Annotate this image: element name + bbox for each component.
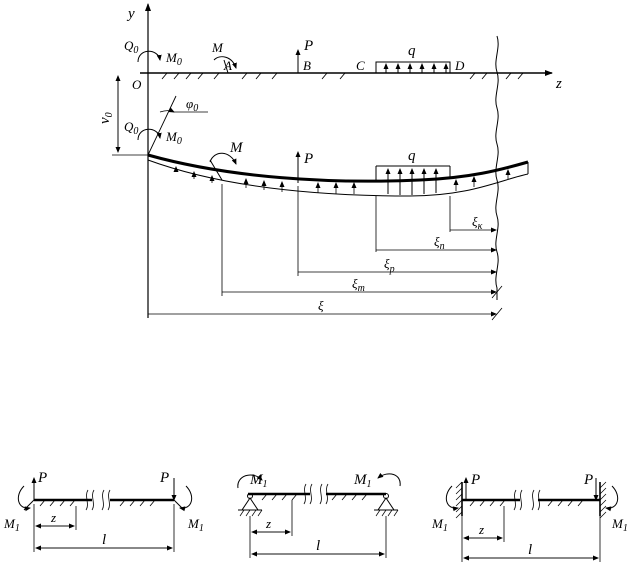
beam-hatching [161, 72, 524, 80]
xi-labels: ξκ ξn ξp ξm ξ [318, 214, 483, 313]
case2-l: l [316, 538, 320, 554]
C-label: C [356, 58, 365, 73]
case2-M-right: M1 [353, 472, 372, 490]
Mb-label: M [229, 140, 244, 156]
P-label: P [303, 38, 313, 54]
case1-M-left: M1 [3, 516, 20, 534]
deflected-dist-load: q [375, 148, 451, 195]
case1-M-right: M1 [187, 516, 204, 534]
deflected-force: P [295, 151, 313, 183]
xi-p-label: ξp [384, 256, 395, 275]
xi-m-label: ξm [352, 276, 365, 294]
case-1: P P M1 M1 z l [3, 470, 204, 552]
case3-z: z [478, 522, 484, 537]
Q0-label: Q0 [124, 38, 138, 56]
case-3: P P M1 M1 z l [431, 472, 628, 562]
case2-M-left: M1 [249, 472, 268, 490]
case1-P-right: P [159, 470, 169, 486]
axis-z-label: z [555, 76, 562, 92]
break-line [495, 35, 499, 300]
D-label: D [454, 58, 465, 73]
v0-dimension: v0 [97, 75, 148, 156]
q-label: q [408, 43, 416, 59]
xi-dimensions [147, 155, 503, 321]
deflected-origin-loads: Q0 M0 [124, 119, 182, 155]
origin-loads: Q0 M0 [124, 38, 182, 73]
B-label: B [303, 58, 311, 73]
qb-label: q [408, 148, 416, 164]
force-P: P B [295, 38, 313, 73]
M0b-label: M0 [165, 129, 182, 147]
case2-z: z [265, 516, 271, 531]
axis-y-label: y [126, 6, 135, 22]
origin-label: O [132, 77, 142, 92]
v0-label: v0 [97, 112, 115, 124]
moment-A: M A [211, 40, 237, 74]
xi-k-label: ξκ [472, 214, 483, 232]
xi-n-label: ξn [434, 234, 445, 252]
dist-load-q: q C D [356, 43, 465, 74]
deflected-moment: M [209, 140, 244, 181]
case-2: M1 M1 z l [237, 472, 401, 558]
xi-label: ξ [318, 298, 324, 313]
M0-label: M0 [165, 50, 182, 68]
phi0-label: φ0 [186, 96, 198, 114]
case3-M-left: M1 [431, 516, 448, 534]
deflected-beam [147, 153, 529, 197]
case3-M-right: M1 [611, 516, 628, 534]
case3-P-left: P [470, 472, 480, 488]
case1-l: l [102, 532, 106, 548]
Pb-label: P [303, 151, 313, 167]
phi0-angle: φ0 [147, 95, 208, 156]
case1-z: z [50, 510, 56, 525]
Q0b-label: Q0 [124, 119, 138, 137]
A-label: A [223, 58, 232, 73]
case3-P-right: P [583, 472, 593, 488]
case3-l: l [528, 542, 532, 558]
case1-P-left: P [37, 470, 47, 486]
M-label: M [211, 40, 224, 55]
